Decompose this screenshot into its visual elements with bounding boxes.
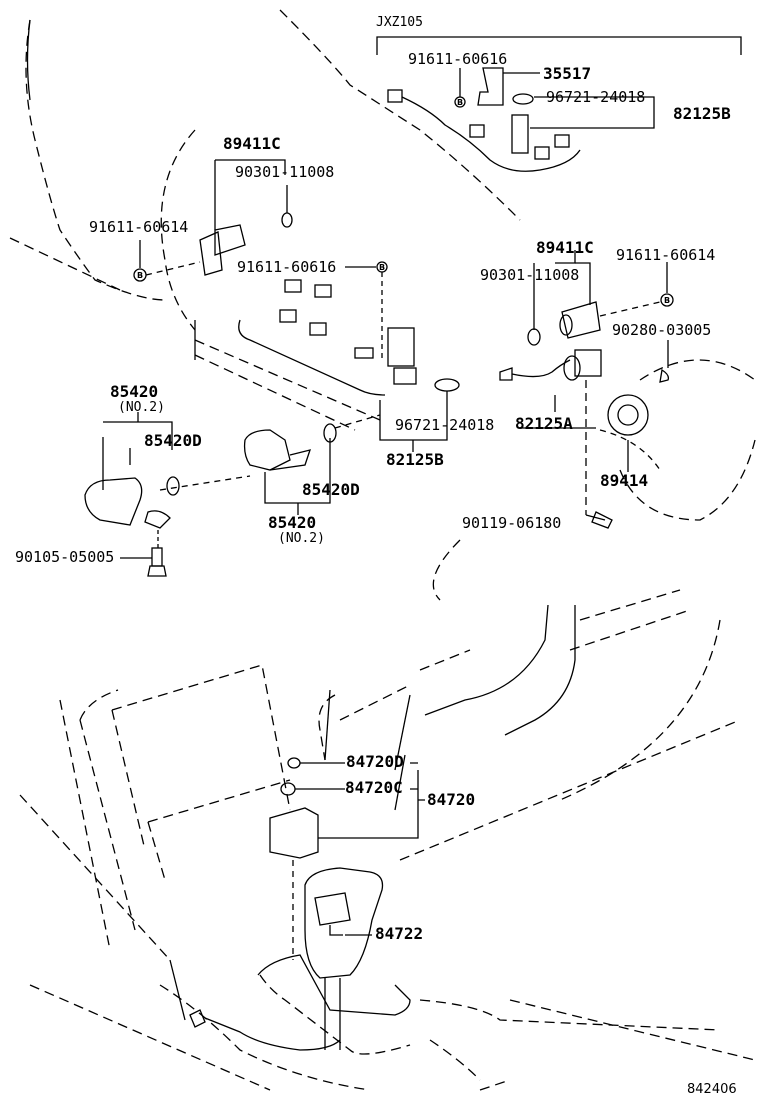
part-label-90280-03005: 90280-03005 bbox=[612, 321, 712, 339]
console-outline bbox=[19, 589, 756, 1091]
console-edge bbox=[169, 604, 576, 1021]
figure-code: 842406 bbox=[687, 1082, 737, 1097]
part-label-89414: 89414 bbox=[600, 471, 649, 490]
jxz105-harness bbox=[387, 67, 655, 172]
part-label-91611-60616: 91611-60616 bbox=[408, 50, 508, 68]
variant-label: JXZ105 bbox=[376, 15, 423, 30]
part-label-96721-24018: 96721-24018 bbox=[395, 416, 495, 434]
part-label-91611-60616: 91611-60616 bbox=[237, 258, 337, 276]
part-label-85420: 85420 bbox=[268, 513, 317, 532]
center-harness bbox=[238, 261, 460, 452]
bolt-marker-right: B bbox=[664, 296, 670, 305]
part-label-82125B: 82125B bbox=[673, 104, 731, 123]
left-speed-sensor bbox=[133, 159, 293, 282]
part-label-91611-60614: 91611-60614 bbox=[89, 218, 189, 236]
part-label-89411C: 89411C bbox=[536, 238, 594, 257]
case-edge bbox=[26, 19, 31, 101]
part-label-84720C: 84720C bbox=[345, 778, 403, 797]
part-label-85420D: 85420D bbox=[144, 431, 202, 450]
part-label-91611-60614: 91611-60614 bbox=[616, 246, 716, 264]
part-label-no2: (NO.2) bbox=[278, 531, 325, 546]
part-label-35517: 35517 bbox=[543, 64, 592, 83]
part-label-90105-05005: 90105-05005 bbox=[15, 548, 115, 566]
part-label-82125A: 82125A bbox=[515, 414, 573, 433]
part-label-no2: (NO.2) bbox=[118, 400, 165, 415]
solenoids bbox=[84, 412, 381, 577]
part-label-85420: 85420 bbox=[110, 382, 159, 401]
part-label-82125B: 82125B bbox=[386, 450, 444, 469]
part-label-85420D: 85420D bbox=[302, 480, 360, 499]
part-label-90301-11008: 90301-11008 bbox=[235, 163, 335, 181]
part-label-84720: 84720 bbox=[427, 790, 476, 809]
part-label-96721-24018: 96721-24018 bbox=[546, 88, 646, 106]
transmission-case-outline bbox=[9, 9, 756, 601]
bolt-marker-center: B bbox=[379, 263, 385, 272]
right-speed-sensor bbox=[499, 250, 674, 529]
part-label-84720D: 84720D bbox=[346, 752, 404, 771]
jxz105-bracket bbox=[376, 36, 742, 55]
bolt-marker-jxz105: B bbox=[457, 98, 463, 107]
part-label-89411C: 89411C bbox=[223, 134, 281, 153]
shift-switch bbox=[189, 757, 425, 1051]
part-label-90301-11008: 90301-11008 bbox=[480, 266, 580, 284]
part-label-84722: 84722 bbox=[375, 924, 424, 943]
part-label-90119-06180: 90119-06180 bbox=[462, 514, 562, 532]
bolt-marker-left: B bbox=[137, 271, 143, 280]
